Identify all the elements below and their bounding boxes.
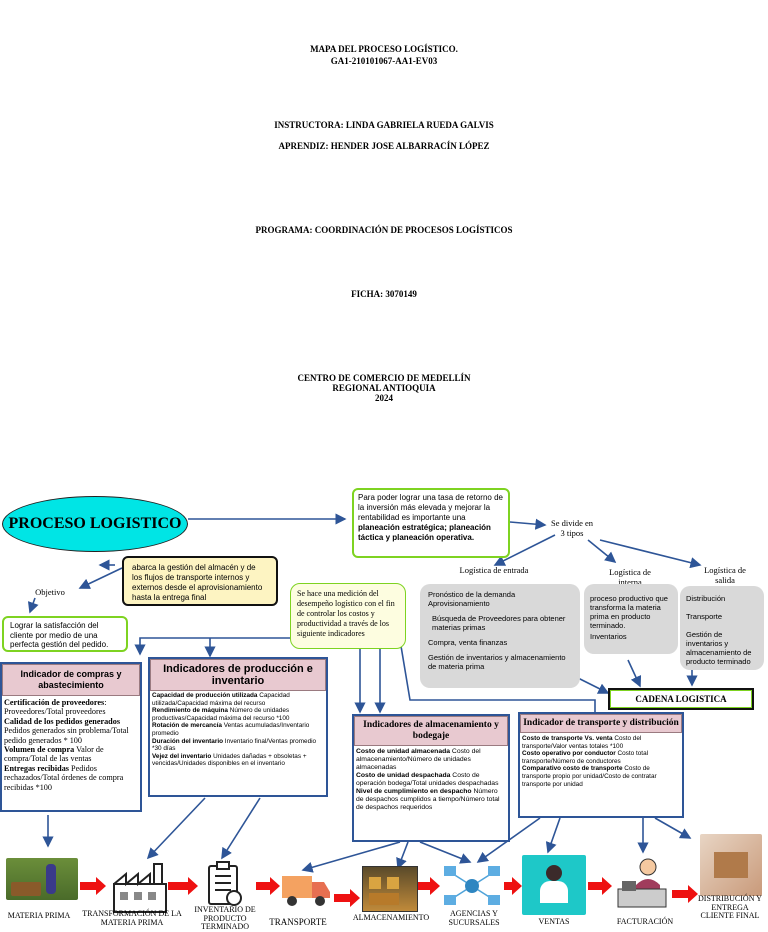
inbound-box: Pronóstico de la demanda Aprovisionamien… (420, 584, 580, 688)
ficha-line: FICHA: 3070149 (351, 289, 417, 299)
objective-label: Objetivo (35, 587, 65, 597)
indicator-name: Volumen de compra (4, 745, 75, 755)
indicator-name: Capacidad de producción utilizada (152, 692, 258, 699)
main-title: PROCESO LOGISTICO (8, 515, 182, 532)
flow-label: MATERIA PRIMA (7, 911, 71, 920)
inbound-item: Compra, venta finanzas (428, 638, 508, 647)
divide-label-1: Se divide en (550, 518, 594, 528)
divide-label: Se divide en 3 tipos (535, 518, 609, 538)
indicator-formula: Costo del transporte/Valor ventas totale… (522, 735, 642, 750)
inbound-item: Pronóstico de la demanda Aprovisionamien… (428, 590, 516, 608)
indicator-name: Calidad de los pedidos generados (4, 716, 121, 726)
supply-chain-label: CADENA LOGISTICA (608, 688, 754, 710)
indicator-formula: Costo total transporte/Número de conduct… (522, 750, 649, 765)
indicator-name: Rendimiento de máquina (152, 707, 228, 715)
outbound-item: Gestión de inventarios y almacenamiento … (686, 630, 752, 666)
warehouse-icon (362, 866, 418, 912)
flow-label: DISTRIBUCIÓN Y ENTREGA CLIENTE FINAL (698, 894, 762, 920)
indicator-formula: Costo de transporte propio por unidad/Co… (522, 765, 657, 788)
indicator-formula: Número de unidades productivas/Capacidad… (152, 707, 290, 722)
transport-indicator-title: Indicador de transporte y distribución (520, 714, 682, 733)
indicator-formula: Inventario final/Ventas promedio *30 día… (152, 737, 317, 753)
objective-box: Lograr la satisfacción del cliente por m… (2, 616, 128, 652)
indicator-formula: : Proveedores/Total proveedores (4, 698, 107, 717)
production-indicator-box: Indicadores de producción e inventario C… (148, 657, 328, 797)
year-line: 2024 (375, 393, 393, 403)
indicator-formula: Valor de compra/Total de las ventas (4, 745, 104, 764)
indicator-name: Rotación de mercancía (152, 722, 222, 730)
center-line: CENTRO DE COMERCIO DE MEDELLÍN (297, 373, 471, 383)
planning-text: Para poder lograr una tasa de retorno de… (358, 493, 503, 522)
main-title-ellipse: PROCESO LOGISTICO (2, 496, 188, 552)
production-indicator-title: Indicadores de producción e inventario (150, 659, 326, 691)
factory-icon (113, 863, 167, 913)
planning-box: Para poder lograr una tasa de retorno de… (352, 488, 510, 558)
program-line: PROGRAMA: COORDINACIÓN DE PROCESOS LOGÍS… (255, 225, 513, 235)
purchases-indicator-body: Certificación de proveedores: Proveedore… (2, 696, 140, 794)
indicator-name: Nivel de cumplimiento en despacho (356, 788, 472, 795)
flow-label: ALMACENAMIENTO (352, 913, 430, 922)
flow-label: INVENTARIO DE PRODUCTO TERMINADO (194, 905, 256, 931)
type-label-inbound: Logística de entrada (459, 565, 529, 575)
flow-label: TRANSFORMACIÓN DE LA MATERIA PRIMA (82, 909, 182, 927)
scope-box: abarca la gestión del almacén y de los f… (122, 556, 278, 606)
type-label-internal: Logística de interna (609, 567, 651, 587)
truck-icon (282, 876, 330, 906)
outbound-item: Distribución (686, 594, 726, 603)
indicator-name: Duración del inventario (152, 737, 224, 745)
indicator-formula: Costo del almacenamiento/Número de unida… (356, 748, 481, 771)
warehouse-indicator-box: Indicadores de almacenamiento y bodegaje… (352, 714, 510, 842)
planning-bold-text: planeación estratégica; planeación tácti… (358, 523, 491, 542)
indicator-formula: Ventas acumuladas/Inventario promedio (152, 722, 310, 737)
inbound-item: Gestión de inventarios y almacenamiento … (428, 653, 566, 671)
outbound-item: Transporte (686, 612, 722, 621)
inbound-item: Búsqueda de Proveedores para obtener mat… (432, 614, 566, 632)
type-label-outbound: Logística de salida (704, 565, 746, 585)
indicator-formula: Pedidos rechazados/Total órdenes de comp… (4, 763, 124, 792)
flow-label: FACTURACIÓN (616, 917, 674, 926)
indicator-name: Vejez del inventario (152, 752, 212, 760)
region-line: REGIONAL ANTIOQUIA (332, 383, 436, 393)
network-icon (444, 866, 500, 905)
billing-icon (617, 858, 667, 908)
indicator-name: Costo de unidad despachada (356, 772, 451, 779)
purchases-indicator-title: Indicador de compras y abastecimiento (2, 664, 140, 696)
indicator-formula: Pedidos generados sin problema/Total ped… (4, 726, 129, 745)
farm-icon (6, 858, 78, 900)
divide-label-2: 3 tipos (560, 528, 584, 538)
internal-item: Inventarios (590, 632, 627, 641)
indicator-name: Costo operativo por conductor (522, 750, 616, 758)
indicator-name: Comparativo costo de transporte (522, 765, 623, 773)
instructor-line: INSTRUCTORA: LINDA GABRIELA RUEDA GALVIS (274, 120, 494, 130)
internal-box: proceso productivo que transforma la mat… (584, 584, 678, 654)
transport-indicator-body: Costo de transporte Vs. venta Costo del … (520, 733, 682, 790)
flow-label: AGENCIAS Y SUCURSALES (448, 909, 500, 927)
internal-item: proceso productivo que transforma la mat… (590, 594, 668, 630)
indicator-name: Costo de unidad almacenada (356, 748, 451, 755)
indicator-name: Entregas recibidas (4, 763, 69, 773)
indicator-name: Certificación de proveedores (4, 698, 105, 707)
purchases-indicator-box: Indicador de compras y abastecimiento Ce… (0, 662, 142, 812)
indicator-formula: Costo de operación bodega/Total unidades… (356, 772, 499, 787)
indicator-formula: Unidades dañadas + obsoletas + vencidas/… (152, 752, 307, 768)
inventory-icon (208, 861, 242, 906)
warehouse-indicator-body: Costo de unidad almacenada Costo del alm… (354, 746, 508, 814)
indicator-name: Costo de transporte Vs. venta (522, 735, 613, 742)
delivery-icon (700, 834, 762, 896)
sales-icon (522, 855, 586, 915)
flow-label: TRANSPORTE (269, 917, 327, 927)
outbound-box: Distribución Transporte Gestión de inven… (680, 586, 764, 670)
indicator-formula: Capacidad utilizada/Capacidad máxima del… (152, 692, 290, 707)
document-title: MAPA DEL PROCESO LOGÍSTICO. (310, 44, 458, 54)
apprentice-line: APRENDIZ: HENDER JOSE ALBARRACÍN LÓPEZ (278, 141, 490, 151)
indicator-formula: Número de despachos cumplidos a tiempo/N… (356, 788, 500, 811)
measurement-box: Se hace una medición del desempeño logís… (290, 583, 406, 649)
flow-label: VENTAS (538, 917, 570, 926)
document-code: GA1-210101067-AA1-EV03 (330, 56, 438, 66)
production-indicator-body: Capacidad de producción utilizada Capaci… (150, 691, 326, 769)
warehouse-indicator-title: Indicadores de almacenamiento y bodegaje (354, 716, 508, 746)
transport-indicator-box: Indicador de transporte y distribución C… (518, 712, 684, 818)
